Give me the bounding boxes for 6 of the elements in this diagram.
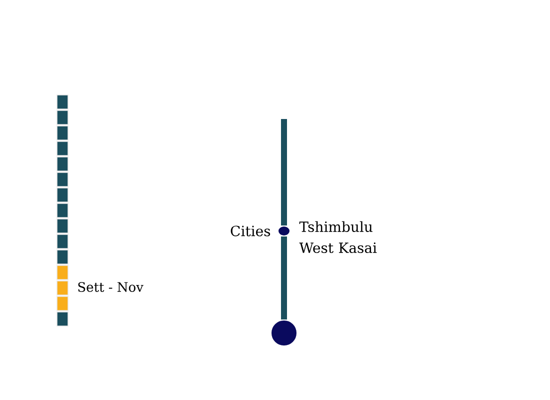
- timeline-line: [281, 236, 287, 320]
- timeline-line: [281, 119, 287, 226]
- place-label: Tshimbulu West Kasai: [299, 221, 377, 254]
- category-label: Cities: [230, 226, 270, 236]
- period-label: Sett - Nov: [78, 282, 144, 292]
- end-circle: [270, 320, 298, 346]
